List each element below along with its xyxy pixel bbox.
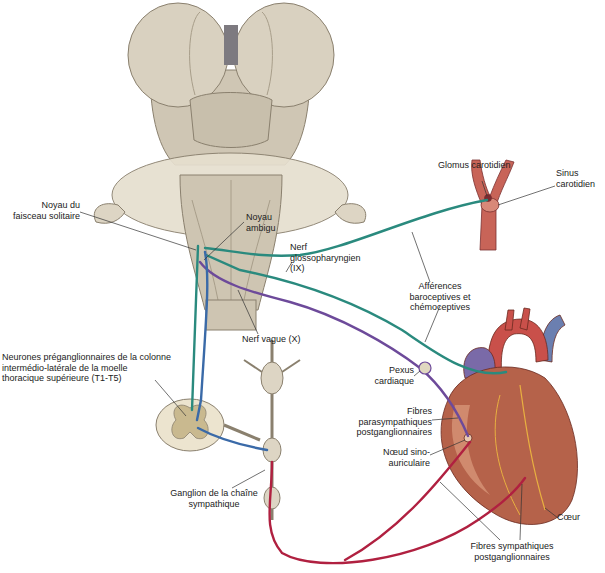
leader-line (80, 212, 196, 250)
sympathetic-preganglionic (198, 428, 267, 450)
part-label: Nerf glossopharyngien (IX) (290, 242, 368, 274)
leader-line (412, 232, 430, 282)
part-label: Sinus carotidien (556, 168, 602, 189)
ramus (244, 360, 262, 372)
leader-line (414, 371, 420, 376)
coronary (520, 385, 545, 510)
ganglion (264, 487, 280, 509)
lobe-fold (190, 12, 200, 95)
leader-line (430, 440, 465, 455)
nerve-stub (94, 204, 125, 224)
part-label: Afférences baroceptives et chémoceptives (395, 281, 485, 313)
part-label: Nœud sino-auriculaire (370, 447, 430, 468)
descending-fibre (192, 246, 198, 410)
afferent-x (206, 255, 506, 373)
heart-body (441, 367, 577, 525)
brainstem (94, 3, 365, 330)
sympathetic-preganglionic (197, 252, 207, 420)
heart-highlight (452, 405, 490, 495)
leader-line (204, 222, 244, 260)
carotid-artery (472, 160, 514, 250)
leader-line (432, 418, 458, 420)
ganglion (261, 362, 283, 394)
leader-line (498, 186, 555, 205)
ramus (224, 425, 260, 440)
aortic-branches (505, 308, 530, 330)
ramus (282, 360, 300, 372)
part-label: Cœur (557, 512, 597, 523)
part-label: Nerf vague (X) (242, 334, 314, 345)
spinal-cord-section (156, 399, 260, 451)
part-label: Neurones préganglionnaires de la colonne… (2, 352, 172, 384)
part-label: Fibres parasympathiques postganglionnair… (352, 406, 432, 438)
cord (156, 399, 224, 451)
leader-line (520, 484, 522, 540)
left-lobe (128, 3, 228, 107)
part-label: Noyau du faisceau solitaire (8, 200, 80, 221)
leader-line (482, 181, 487, 196)
leader-line (232, 470, 265, 488)
leader-line (238, 290, 258, 334)
leader-line (440, 482, 500, 540)
part-label: Ganglion de la chaîne sympathique (158, 488, 270, 509)
part-label: Fibres sympathiques postganglionnaires (462, 541, 562, 562)
cardiac-plexus (419, 362, 431, 374)
nerve-stub (335, 204, 366, 224)
midline (231, 180, 232, 310)
leader-line (545, 508, 558, 518)
nerve-fibres (192, 200, 525, 563)
lobe-fold (262, 12, 272, 95)
heart (441, 308, 577, 525)
colliculi (190, 93, 272, 148)
afferent-ix (205, 200, 487, 256)
part-label: Glomus carotidien (438, 160, 528, 171)
part-label: Noyau ambigu (246, 212, 288, 233)
spinal-stump (206, 300, 256, 330)
midline-groove (224, 25, 238, 65)
part-label: Pexus cardiaque (362, 365, 414, 386)
right-lobe (234, 3, 334, 107)
leader-line (155, 380, 186, 416)
sympathetic-postganglionic (345, 442, 470, 560)
vessel (472, 160, 514, 250)
gray-matter (172, 405, 208, 439)
